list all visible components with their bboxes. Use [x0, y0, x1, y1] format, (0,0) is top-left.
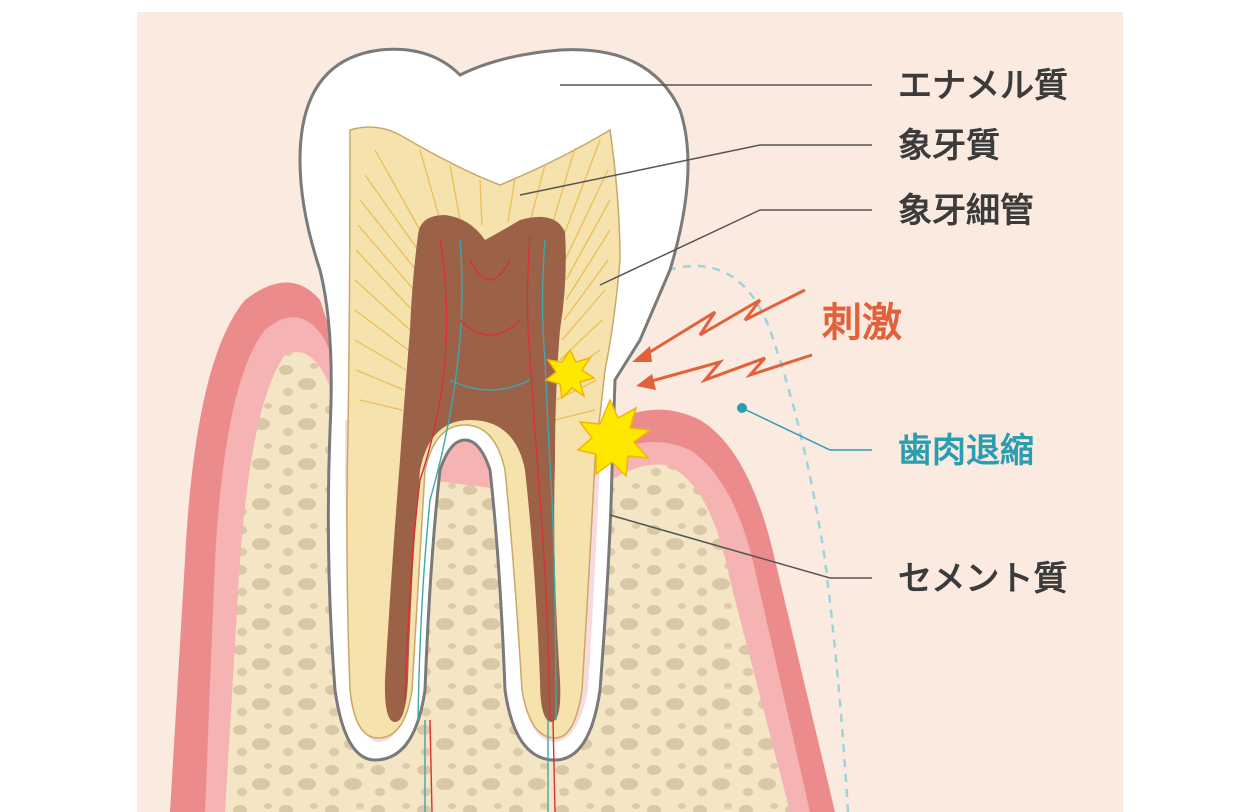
pain-flash-icon	[576, 398, 652, 478]
pain-flash-icon	[544, 348, 596, 400]
stimulus-arrowhead	[632, 346, 652, 362]
original-gum-line	[667, 264, 850, 812]
stimulus-arrowhead	[636, 374, 656, 390]
recession-leader	[741, 407, 872, 451]
label-dentin: 象牙質	[898, 126, 1000, 166]
pulp-nerves	[404, 234, 557, 812]
label-enamel: エナメル質	[898, 66, 1068, 106]
stimulus-arrow-icon	[644, 288, 813, 384]
label-dentinal-tubules: 象牙細管	[898, 191, 1034, 231]
leader-lines	[519, 84, 872, 579]
label-stimulus: 刺激	[822, 300, 902, 346]
recession-dot-icon	[737, 403, 747, 413]
tooth-pulp	[384, 215, 566, 722]
label-cementum: セメント質	[898, 559, 1067, 599]
label-gum-recession: 歯肉退縮	[898, 431, 1034, 471]
